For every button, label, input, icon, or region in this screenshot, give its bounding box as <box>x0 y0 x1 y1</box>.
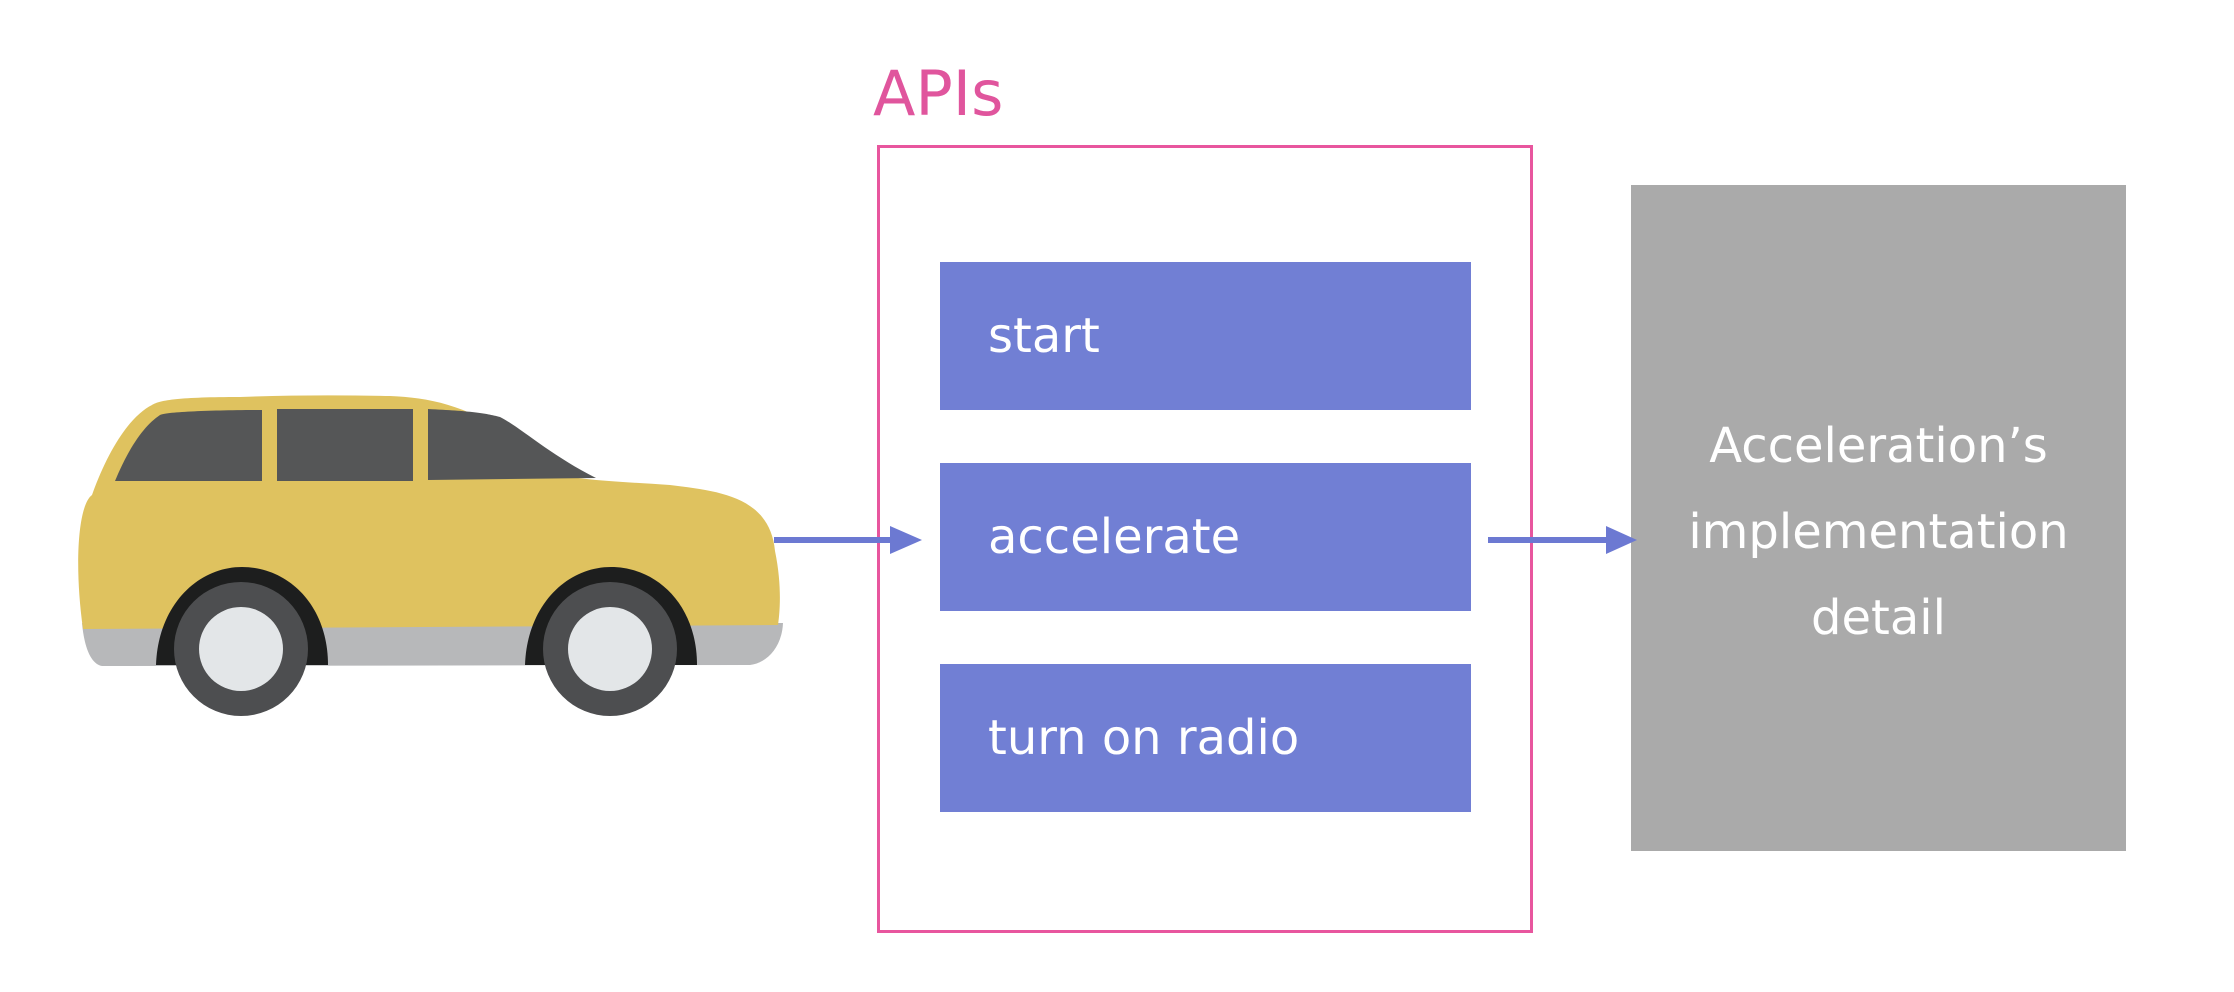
api-turn-on-radio: turn on radio <box>940 664 1471 812</box>
car-rear-hubcap <box>199 607 283 691</box>
implementation-detail-box: Acceleration’s implementation detail <box>1631 185 2126 851</box>
car-window-middle <box>277 409 413 481</box>
implementation-line-2: implementation <box>1688 504 2069 560</box>
implementation-line-1: Acceleration’s <box>1709 418 2048 474</box>
api-accelerate: accelerate <box>940 463 1471 611</box>
car-front-hubcap <box>568 607 652 691</box>
api-start: start <box>940 262 1471 410</box>
implementation-line-3: detail <box>1811 590 1946 646</box>
car-icon <box>78 395 783 716</box>
car-window-rear <box>115 410 262 481</box>
car-window-front <box>428 409 596 480</box>
apis-title: APIs <box>873 57 1004 130</box>
